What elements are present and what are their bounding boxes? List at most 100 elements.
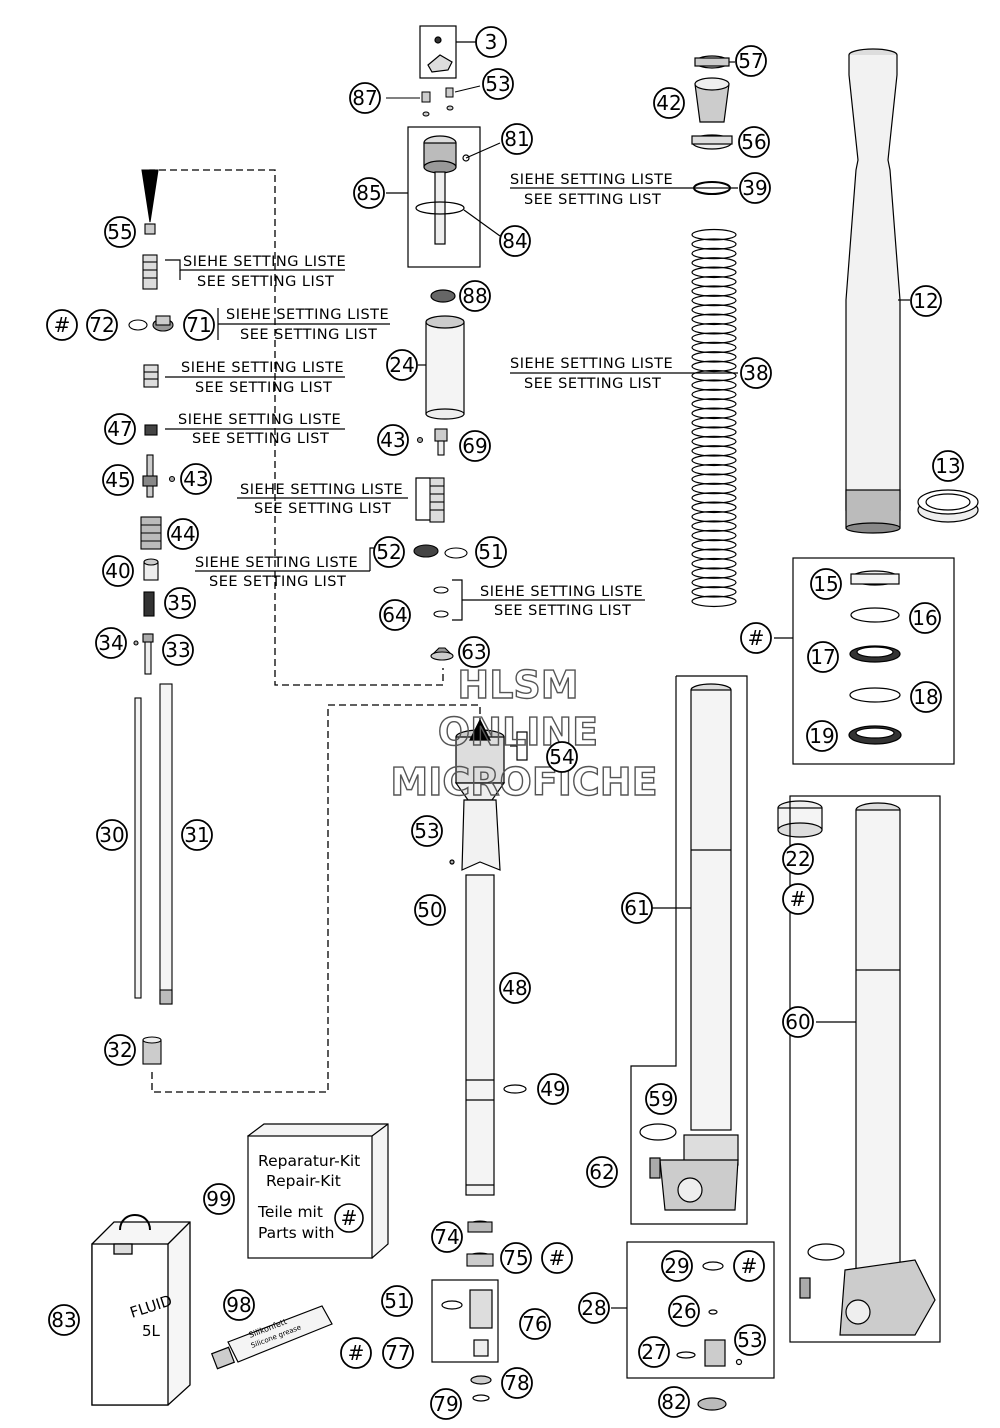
callout-87: 87 [349, 82, 381, 114]
callout-number: 99 [206, 1187, 231, 1211]
callout-number: 84 [502, 229, 527, 253]
screw-parts-87-53 [386, 85, 481, 117]
callout-27: 27 [638, 1336, 670, 1368]
callout-22: 22 [782, 843, 814, 875]
spring-coil [691, 520, 737, 532]
callout-number: 88 [462, 284, 487, 308]
spring-coil [691, 332, 737, 344]
callout-number: # [748, 626, 765, 650]
callout-number: 52 [376, 540, 401, 564]
spring-coil [691, 322, 737, 335]
callout-98: 98 [223, 1289, 255, 1321]
callout-number: 49 [540, 1077, 565, 1101]
callout-45: 45 [102, 464, 134, 496]
callout-54: 54 [546, 741, 578, 773]
left-setting-brackets [165, 259, 645, 621]
watermark: HLSM ONLINE MICROFICHE [390, 662, 659, 804]
fluid-label-2: 5L [142, 1322, 161, 1340]
callout-number: 62 [589, 1160, 614, 1184]
callout-number: 75 [503, 1246, 528, 1270]
callout-number: 55 [107, 220, 132, 244]
setting-label-de: SIEHE SETTING LISTE [510, 172, 673, 188]
callout-75: 75 [500, 1242, 532, 1274]
callout-85: 85 [353, 177, 385, 209]
spring-coil [691, 454, 737, 467]
callout-number: 71 [186, 313, 211, 337]
repair-kit-line-2: Repair-Kit [266, 1172, 341, 1190]
callout-84: 84 [499, 225, 531, 257]
callout-number: # [348, 1341, 365, 1365]
callout-34: 34 [95, 627, 127, 659]
callout-50: 50 [414, 894, 446, 926]
callout-52: 52 [373, 536, 405, 568]
part-13-drawing [917, 489, 979, 523]
setting-labels: SIEHE SETTING LISTE SEE SETTING LIST SIE… [178, 172, 673, 619]
callout-35: 35 [164, 587, 196, 619]
callout-number: 47 [107, 417, 132, 441]
spring-coil [691, 398, 737, 410]
callout-number: 29 [664, 1254, 689, 1278]
part-22-drawing [777, 800, 823, 838]
callout-number: 83 [51, 1308, 76, 1332]
callout-number: 78 [504, 1371, 529, 1395]
callout-81: 81 [501, 123, 533, 155]
callout-83: 83 [48, 1304, 80, 1336]
callout-number: 39 [742, 176, 767, 200]
callout-71: 71 [183, 309, 215, 341]
setting-label-de: SIEHE SETTING LISTE [181, 360, 344, 376]
spring-coil [691, 266, 737, 279]
callout-number: # [549, 1246, 566, 1270]
callout-number: 28 [581, 1296, 606, 1320]
callout-16: 16 [909, 602, 941, 634]
spring-coil [691, 567, 737, 579]
callout-3: 3 [475, 26, 507, 58]
callout-number: 3 [485, 30, 498, 54]
callout-63: 63 [458, 636, 490, 668]
callout-33: 33 [162, 634, 194, 666]
grease-tube-drawing [210, 1305, 333, 1370]
callout-number: 53 [737, 1328, 762, 1352]
callout-number: 72 [89, 313, 114, 337]
spring-coil [691, 294, 737, 307]
spring-coil [691, 557, 737, 570]
seal-kit-box [774, 557, 955, 765]
spring-coil [691, 595, 737, 608]
callout-12: 12 [910, 285, 942, 317]
part-48-drawing [449, 718, 528, 1196]
callout-number: 53 [485, 72, 510, 96]
callout-number: 33 [165, 638, 190, 662]
spring-coil [691, 473, 737, 485]
callout-number: 59 [648, 1087, 673, 1111]
part-3-drawing [419, 25, 476, 79]
callout-55: 55 [104, 216, 136, 248]
callout-number: 53 [414, 819, 439, 843]
setting-label-de: SIEHE SETTING LISTE [240, 482, 403, 498]
callout-number: 45 [105, 468, 130, 492]
callout-number: 64 [382, 603, 407, 627]
callout-82: 82 [658, 1386, 690, 1418]
setting-label-de: SIEHE SETTING LISTE [183, 254, 346, 270]
spring-coil [691, 275, 737, 288]
repair-kit-line-1: Reparatur-Kit [258, 1152, 360, 1170]
callout-49: 49 [537, 1073, 569, 1105]
assembly-dashed-lines [149, 169, 481, 1093]
spring-coil [691, 492, 737, 504]
callout-64: 64 [379, 599, 411, 631]
spring-coil [691, 482, 737, 495]
callout-number: # [54, 313, 71, 337]
spring-coil [691, 351, 737, 363]
callout-19: 19 [806, 720, 838, 752]
callout-17: 17 [807, 641, 839, 673]
center-shim-stack [413, 477, 468, 661]
spring-coil [691, 238, 737, 250]
callout-99: 99 [203, 1183, 235, 1215]
spring-coil [691, 539, 737, 551]
callout-number: 32 [107, 1038, 132, 1062]
callout-15: 15 [810, 568, 842, 600]
callout-88: 88 [459, 280, 491, 312]
callout-number: 51 [384, 1289, 409, 1313]
spring-coil [691, 379, 737, 391]
setting-label-de: SIEHE SETTING LISTE [178, 412, 341, 428]
callout-number: 27 [641, 1340, 666, 1364]
callout-number: # [741, 1254, 758, 1278]
